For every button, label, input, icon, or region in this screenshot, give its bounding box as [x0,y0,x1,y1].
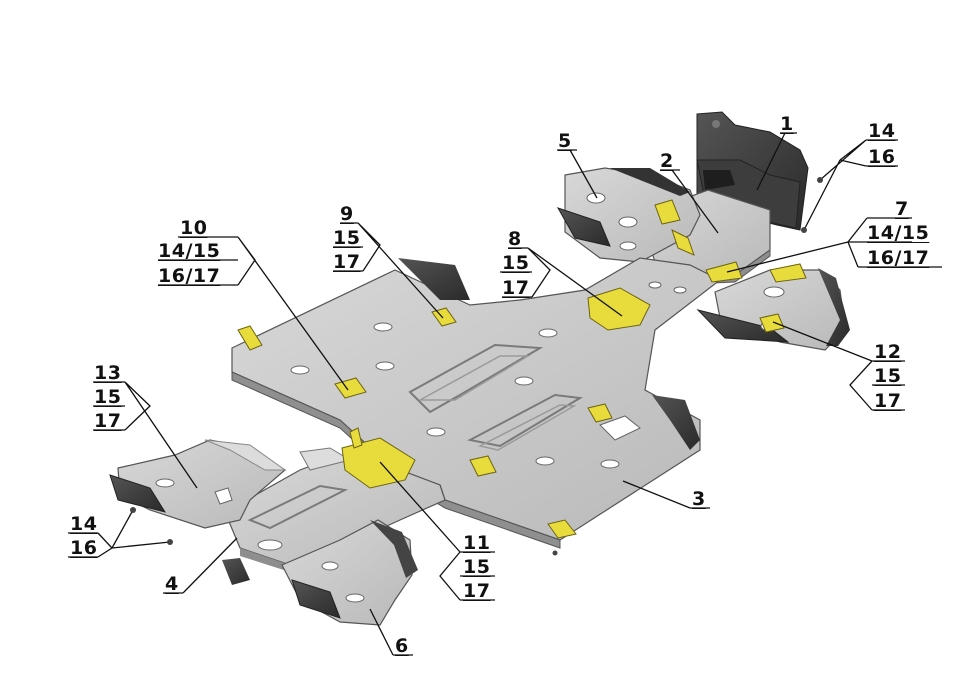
callout-12-line3: 17 [874,390,902,412]
callout-7-line3: 16/17 [867,247,930,269]
callout-14-left-line2: 16 [70,537,98,559]
bracket-11 [341,437,416,489]
callout-9-line2: 15 [333,227,361,249]
callout-13-line1: 13 [94,362,122,384]
callout-14-left-line1: 14 [70,513,98,535]
callout-5: 5 [558,130,572,152]
bracket-12 [759,313,785,333]
callout-4: 4 [165,573,179,595]
callout-6: 6 [395,635,409,657]
callout-8-line2: 15 [502,252,530,274]
callout-11-line1: 11 [463,532,491,554]
part-5-rear-left-plate [556,167,701,263]
callout-10-line3: 16/17 [158,265,221,287]
callout-8-line3: 17 [502,277,530,299]
callout-1: 1 [780,113,794,135]
bracket-5 [654,199,681,225]
callout-11-line2: 15 [463,556,491,578]
bracket-7 [705,261,743,283]
callout-9-line3: 17 [333,251,361,273]
part-13-front-left-guard [109,439,287,529]
callout-7-line2: 14/15 [867,222,930,244]
callout-13-line2: 15 [94,386,122,408]
callout-14-upper-line2: 16 [868,146,896,168]
callout-3: 3 [692,488,706,510]
callout-10-line2: 14/15 [158,240,221,262]
callout-9-line1: 9 [340,203,354,225]
bracket-8 [587,287,651,331]
callout-2: 2 [660,150,674,172]
callout-12-line1: 12 [874,341,902,363]
callout-8-line1: 8 [508,228,522,250]
callout-13-line3: 17 [94,410,122,432]
callout-11-line3: 17 [463,580,491,602]
callout-12-line2: 15 [874,365,902,387]
callout-10-line1: 10 [180,217,208,239]
part-6-front-right-guard [222,519,418,626]
callout-14-upper-line1: 14 [868,120,896,142]
callout-7-line1: 7 [895,198,909,220]
leader-lines [68,132,942,656]
fasteners [130,177,823,556]
